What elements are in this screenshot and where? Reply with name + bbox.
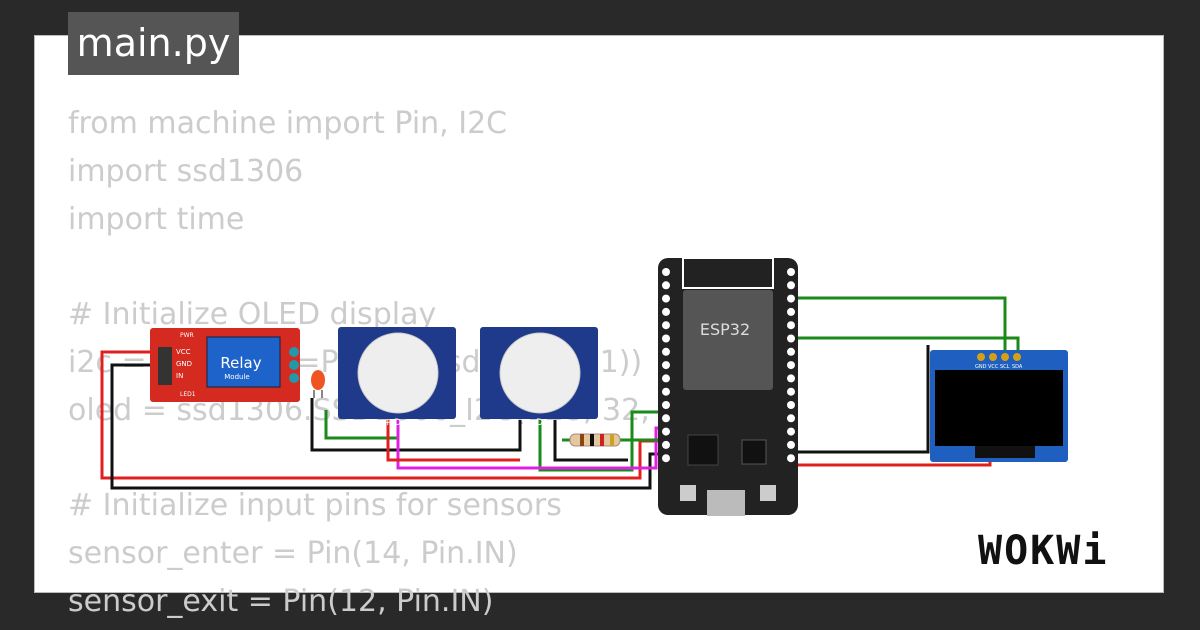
esp32-pin (662, 454, 670, 463)
esp32-pin (787, 374, 795, 383)
esp32-pin (662, 401, 670, 409)
esp32-pin (787, 427, 795, 436)
code-line: sensor_enter = Pin(14, Pin.IN) (68, 536, 518, 572)
esp32-pin (787, 401, 795, 409)
esp32-pin (662, 361, 670, 370)
esp32-pin (787, 440, 795, 449)
esp32-pins (662, 268, 795, 463)
esp32-pin (787, 307, 795, 316)
esp32-pin (662, 414, 670, 423)
esp32-pin (662, 427, 670, 436)
relay-sublabel: Module (224, 373, 249, 381)
oled-pin-vcc: VCC (988, 364, 999, 370)
esp32-pin (787, 294, 795, 303)
code-line: from machine import Pin, I2C (68, 106, 508, 141)
wire-black-relay-gnd (110, 363, 662, 490)
wires (100, 296, 1020, 490)
esp32-pin (662, 387, 670, 396)
relay-led-label: LED1 (180, 391, 196, 398)
wire-black-pir2 (553, 420, 628, 462)
wire-green-oled-scl (792, 296, 1007, 352)
file-tab[interactable]: main.py (68, 12, 239, 75)
esp32-pin (662, 347, 670, 356)
esp32-board: ESP32 (658, 257, 798, 516)
oled-pin-sda: SDA (1012, 364, 1023, 370)
pir-sensor-1: + D − (338, 327, 456, 428)
esp32-pin (787, 454, 795, 463)
esp32-pin (787, 347, 795, 356)
esp32-pin (787, 361, 795, 370)
pir1-pin-d: D (394, 418, 401, 428)
esp32-pin (787, 281, 795, 290)
relay-label: Relay (220, 354, 261, 372)
relay-pin-in: IN (176, 372, 183, 380)
esp32-pin (787, 414, 795, 423)
esp32-pin (787, 387, 795, 396)
relay-pin-gnd: GND (176, 360, 192, 368)
esp32-pin (662, 334, 670, 343)
code-line: import ssd1306 (68, 153, 304, 189)
pir-sensor-2: + D − (480, 327, 598, 428)
pir1-pin-minus: − (405, 418, 413, 428)
wire-red-pir (386, 420, 520, 462)
resistor (569, 433, 621, 447)
oled-pin-scl: SCL (1000, 364, 1010, 370)
esp32-pin (662, 268, 670, 276)
wire-black-oled-gnd (792, 345, 930, 454)
esp32-pin (662, 281, 670, 290)
esp32-pin (662, 294, 670, 303)
code-line: # Initialize input pins for sensors (68, 488, 562, 524)
esp32-pin (662, 321, 670, 330)
editor-card (34, 35, 1164, 593)
esp32-pin (787, 268, 795, 276)
wire-green-pir2 (538, 410, 662, 472)
oled-display: GND VCC SCL SDA (930, 350, 1068, 462)
relay-module: Relay Module VCC GND IN PWR LED1 (150, 328, 300, 402)
pir1-pin-plus: + (384, 418, 392, 428)
code-line: import time (68, 201, 245, 237)
esp32-pin (662, 374, 670, 383)
pir2-pin-d: D (536, 418, 543, 428)
code-line: # Initialize OLED display (68, 297, 437, 333)
esp32-pin (662, 307, 670, 316)
code-line: sensor_exit = Pin(12, Pin.IN) (68, 583, 494, 619)
wokwi-logo: WOKWi (978, 528, 1109, 574)
relay-pwr-label: PWR (180, 332, 194, 339)
esp32-pin (662, 440, 670, 449)
pir2-pin-minus: − (547, 418, 555, 428)
esp32-pin (787, 334, 795, 343)
oled-pin-gnd: GND (975, 364, 987, 370)
wire-black-led (310, 398, 522, 452)
relay-pin-vcc: VCC (176, 348, 191, 356)
led (311, 370, 325, 398)
wire-green-oled-sda (792, 336, 1020, 352)
esp32-pin (787, 321, 795, 330)
esp32-label: ESP32 (700, 320, 750, 339)
pir2-pin-plus: + (526, 418, 534, 428)
